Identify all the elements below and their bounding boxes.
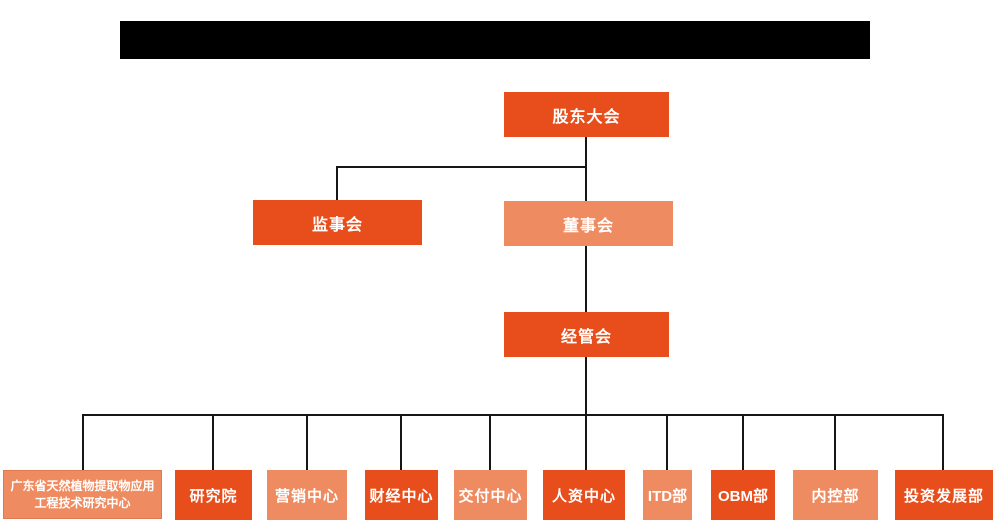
connector-dept-drop-9 bbox=[834, 414, 836, 470]
connector-dept-drop-3 bbox=[306, 414, 308, 470]
connector-branch-horizontal bbox=[336, 166, 587, 168]
connector-bus-horizontal bbox=[82, 414, 944, 416]
connector-dept-drop-6 bbox=[585, 414, 587, 470]
connector-management-to-bus bbox=[585, 357, 587, 415]
node-dept-internal-control: 内控部 bbox=[793, 470, 878, 520]
connector-dept-drop-1 bbox=[82, 414, 84, 470]
connector-dept-drop-7 bbox=[666, 414, 668, 470]
connector-supervisory-drop bbox=[336, 166, 338, 200]
node-dept-delivery-center: 交付中心 bbox=[454, 470, 527, 520]
node-supervisory-board: 监事会 bbox=[253, 200, 422, 245]
node-dept-itd: ITD部 bbox=[643, 470, 692, 520]
connector-dept-drop-2 bbox=[212, 414, 214, 470]
node-dept-finance-center: 财经中心 bbox=[365, 470, 438, 520]
node-management-committee: 经管会 bbox=[504, 312, 669, 357]
connector-board-to-management bbox=[585, 246, 587, 312]
node-shareholders-meeting: 股东大会 bbox=[504, 92, 669, 137]
node-dept-research-center: 广东省天然植物提取物应用工程技术研究中心 bbox=[3, 470, 162, 519]
connector-dept-drop-5 bbox=[489, 414, 491, 470]
connector-dept-drop-4 bbox=[400, 414, 402, 470]
node-dept-research-institute: 研究院 bbox=[175, 470, 252, 520]
node-dept-hr-center: 人资中心 bbox=[543, 470, 625, 520]
node-dept-marketing-center: 营销中心 bbox=[267, 470, 347, 520]
connector-dept-drop-8 bbox=[742, 414, 744, 470]
node-board-of-directors: 董事会 bbox=[504, 201, 673, 246]
node-dept-obm: OBM部 bbox=[711, 470, 775, 520]
connector-dept-drop-10 bbox=[942, 414, 944, 470]
connector-root-down bbox=[585, 137, 587, 201]
node-dept-investment-development: 投资发展部 bbox=[895, 470, 993, 520]
redacted-title-bar bbox=[120, 21, 870, 59]
